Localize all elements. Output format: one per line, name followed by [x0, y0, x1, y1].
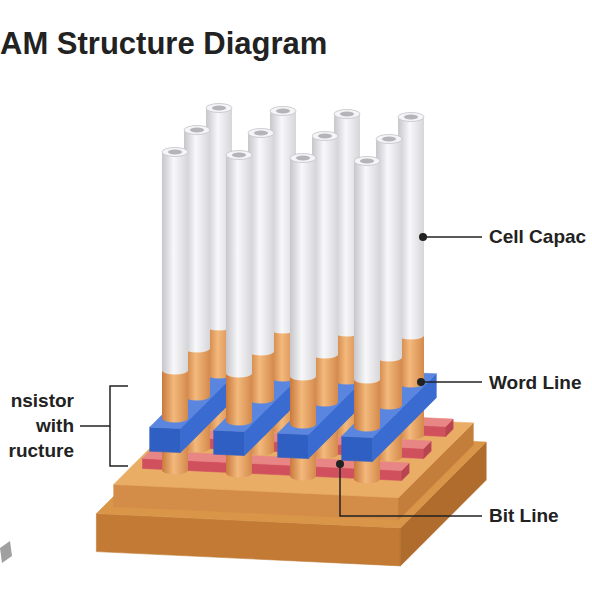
capacitor-pillar: [354, 161, 380, 379]
capacitor-pillar: [376, 135, 402, 144]
capacitor-pillar: [398, 113, 424, 122]
capacitor-pillar: [206, 104, 232, 113]
capacitor-pillar: [382, 137, 396, 142]
capacitor-pillar: [248, 129, 274, 138]
capacitor-pillar: [226, 151, 252, 160]
cell-array: [96, 104, 486, 566]
word-line-bar: [150, 427, 181, 452]
transistor-pillar: [354, 379, 380, 427]
part-label: Bit Line: [489, 503, 559, 528]
capacitor-pillar: [312, 132, 338, 141]
capacitor-pillar: [212, 106, 226, 111]
capacitor-pillar: [334, 110, 360, 119]
leader-dot: [417, 378, 425, 386]
word-line-bar: [214, 430, 245, 455]
capacitor-pillar: [226, 155, 252, 373]
leader-lines: [0, 233, 482, 563]
bracket: [110, 386, 128, 466]
capacitor-pillar: [354, 157, 380, 166]
diagram-title: AM Structure Diagram: [0, 26, 327, 62]
capacitor-pillar: [270, 107, 296, 116]
leader-dot: [336, 460, 344, 468]
capacitor-pillar: [290, 154, 316, 163]
part-label: Word Line: [489, 370, 582, 395]
capacitor-pillar: [184, 126, 210, 135]
capacitor-pillar: [296, 156, 310, 161]
word-line-bar: [342, 436, 373, 461]
capacitor-pillar: [168, 150, 182, 155]
leader-line: [421, 381, 482, 383]
transistor-pillar: [162, 370, 188, 418]
capacitor-pillar: [290, 158, 316, 376]
leader-line: [80, 425, 110, 427]
part-label: Cell Capac: [489, 224, 586, 249]
capacitor-pillar: [162, 152, 188, 370]
capacitor-pillar: [254, 131, 268, 136]
capacitor-pillar: [360, 159, 374, 164]
transistor-pillar: [290, 376, 316, 476]
capacitor-pillar: [162, 148, 188, 157]
capacitor-pillar: [404, 115, 418, 120]
capacitor-pillar: [232, 153, 246, 158]
capacitor-pillar: [190, 128, 204, 133]
capacitor-pillar: [340, 112, 354, 117]
leader-line: [340, 464, 482, 516]
corner-mark: [0, 541, 12, 563]
word-line-bar: [278, 433, 309, 458]
leader-dot: [419, 233, 427, 241]
leader-line: [423, 236, 482, 238]
part-label: nsistor with ructure: [2, 388, 74, 463]
capacitor-pillar: [276, 109, 290, 114]
transistor-pillar: [162, 370, 188, 470]
transistor-pillar: [354, 379, 380, 479]
capacitor-pillar: [318, 134, 332, 139]
transistor-pillar: [226, 373, 252, 473]
transistor-pillar: [290, 376, 316, 424]
transistor-pillar: [226, 373, 252, 421]
